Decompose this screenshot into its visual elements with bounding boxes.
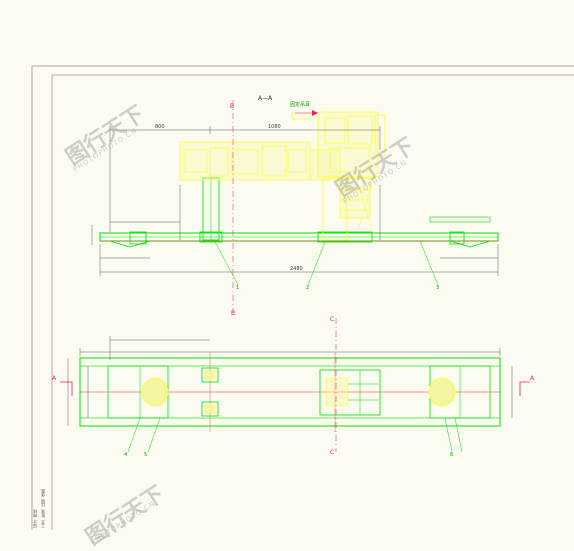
section-mark-a-left: A (52, 375, 57, 382)
title-block-text-2: 工艺 批准 比例 张数 (40, 488, 45, 528)
left-end-support (109, 240, 151, 248)
elevation-dimensions (91, 126, 499, 276)
section-mark-c-bottom: C (330, 449, 335, 456)
callout-5: 5 (144, 452, 148, 458)
plan-view (60, 318, 530, 453)
left-pad (141, 377, 169, 407)
section-mark-a-right: A (530, 375, 535, 382)
section-mark-c-top: C (330, 316, 335, 323)
callout-4: 4 (124, 452, 128, 458)
lifting-note: 固定吊耳 (290, 102, 311, 108)
plan-dimensions (67, 336, 513, 426)
callout-1: 1 (236, 285, 240, 291)
engine-assembly (179, 111, 386, 219)
dim-left-span: 800 (155, 124, 165, 130)
callout-3: 3 (436, 285, 440, 291)
callout-6: 6 (450, 452, 454, 458)
callout-2: 2 (306, 285, 310, 291)
right-end-support (449, 240, 491, 248)
elevation-view (91, 100, 499, 312)
section-mark-b-top: B (230, 103, 235, 110)
right-post (322, 177, 348, 241)
center-drive (319, 369, 381, 416)
dim-top-overall: 1080 (268, 124, 281, 130)
dim-bottom-overall: 2480 (290, 266, 303, 272)
section-mark-b-bottom: B (231, 310, 236, 317)
outer-frame (31, 65, 574, 530)
right-pad (428, 377, 456, 407)
view-title: A—A (258, 95, 273, 102)
cad-drawing (31, 65, 574, 530)
inner-frame (51, 74, 574, 530)
